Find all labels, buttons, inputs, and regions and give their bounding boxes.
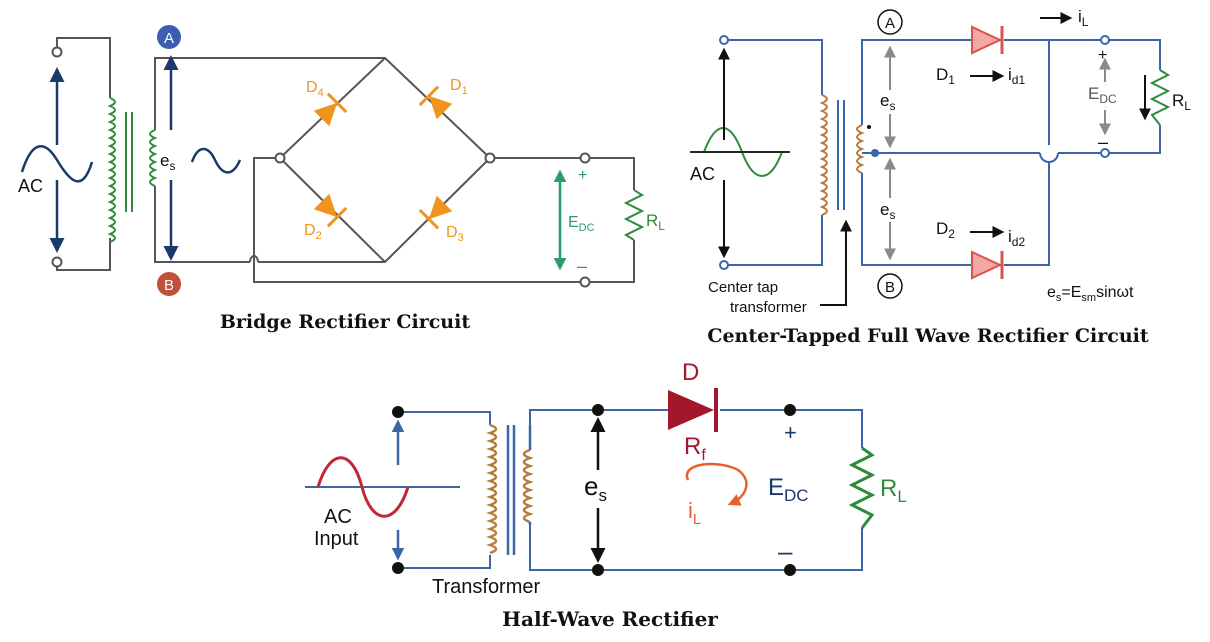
svg-text:B: B: [885, 279, 895, 296]
ct-diode-d2-icon: [971, 250, 1004, 280]
bridge-edc-label: EDC: [568, 214, 595, 234]
ct-marker-b: B: [877, 273, 903, 299]
ct-es-bottom-label: es: [880, 200, 895, 222]
center-tap-rectifier: AC es es A B D1 id1 D2 id2 iL: [690, 7, 1191, 347]
svg-text:A: A: [885, 15, 895, 32]
ct-center-tap-pointer: [820, 219, 852, 306]
ct-equation: es=Esmsinωt: [1047, 284, 1134, 304]
hw-transformer: [486, 423, 534, 555]
hw-diode-icon: [668, 388, 718, 432]
bridge-es-wave-icon: [190, 147, 242, 174]
ct-edc-bg: [1086, 82, 1126, 110]
svg-text:B: B: [164, 277, 174, 294]
hw-resistor-icon: [848, 446, 876, 529]
hw-ac-wave-icon: [316, 456, 410, 518]
ct-center-tap-label-1: Center tap: [708, 279, 778, 296]
ct-d2-label: D2: [936, 219, 955, 241]
ct-d1-label: D1: [936, 65, 955, 87]
bridge-resistor-icon: [623, 189, 645, 241]
hw-ac-label: AC: [324, 506, 352, 528]
hw-rl-label: RL: [880, 475, 907, 506]
ct-es-top-bg: [876, 90, 902, 114]
ct-edc-label: EDC: [1088, 84, 1117, 106]
hw-wires: [398, 409, 863, 571]
bridge-diode-d1-icon: [418, 85, 453, 120]
ct-il-label: iL: [1078, 7, 1089, 29]
bridge-ac-arrows: [49, 55, 179, 261]
bridge-es-label: es: [160, 151, 175, 173]
hw-minus: –: [778, 536, 793, 566]
bridge-rectifier: AC es A B D4 D1 D2 D3: [18, 25, 665, 333]
hw-il-label: iL: [688, 498, 701, 528]
hw-transformer-label: Transformer: [432, 576, 541, 598]
bridge-d4-label: D4: [306, 79, 324, 99]
ct-es-top-label: es: [880, 91, 895, 113]
ct-wires: [724, 39, 1161, 266]
bridge-wires: [56, 37, 635, 283]
hw-es-label: es: [584, 471, 607, 505]
hw-input-label: Input: [314, 528, 359, 550]
bridge-minus: –: [577, 256, 587, 276]
bridge-rl-label: RL: [646, 211, 665, 233]
bridge-transformer: [107, 97, 158, 243]
ct-center-tap-node: [871, 149, 879, 157]
bridge-diode-d2-icon: [313, 193, 348, 228]
hw-rf-label: Rf: [684, 433, 706, 464]
svg-text:A: A: [164, 30, 174, 47]
ct-diode-d1-icon: [971, 25, 1004, 55]
hw-es-bg: [578, 470, 620, 508]
hw-nodes: [392, 404, 796, 576]
ct-ac-label: AC: [690, 164, 715, 184]
hw-title: Half-Wave Rectifier: [502, 607, 718, 631]
bridge-d3-label: D3: [446, 224, 464, 244]
bridge-title: Bridge Rectifier Circuit: [220, 311, 470, 333]
hw-edc-label: EDC: [768, 474, 809, 505]
ct-polarity-dot: [867, 125, 871, 129]
ct-id1-label: id1: [1008, 65, 1025, 87]
ct-center-tap-label-2: transformer: [730, 299, 807, 316]
ct-plus: +: [1098, 47, 1107, 64]
hw-d-label: D: [682, 359, 699, 386]
ct-minus: –: [1098, 132, 1108, 152]
bridge-marker-b: B: [157, 272, 181, 296]
half-wave-rectifier: AC Input Transformer es D Rf iL + – EDC …: [305, 359, 907, 631]
bridge-ac-label: AC: [18, 176, 43, 196]
bridge-d2-label: D2: [304, 222, 322, 242]
bridge-marker-a: A: [157, 25, 181, 49]
bridge-ac-wave-icon: [20, 145, 94, 183]
bridge-plus: +: [578, 167, 587, 184]
ct-terminals: [719, 35, 1110, 270]
ct-rl-label: RL: [1172, 91, 1191, 113]
ct-id2-label: id2: [1008, 227, 1025, 249]
hw-current-loop-icon: [685, 462, 748, 506]
hw-plus: +: [784, 420, 797, 445]
ct-title: Center-Tapped Full Wave Rectifier Circui…: [707, 325, 1149, 347]
ct-es-bottom-bg: [876, 198, 902, 222]
bridge-d1-label: D1: [450, 77, 468, 97]
ct-marker-a: A: [877, 9, 903, 35]
ct-resistor-icon: [1149, 69, 1171, 126]
ct-transformer: [819, 94, 865, 216]
bridge-terminals: [51, 46, 591, 288]
